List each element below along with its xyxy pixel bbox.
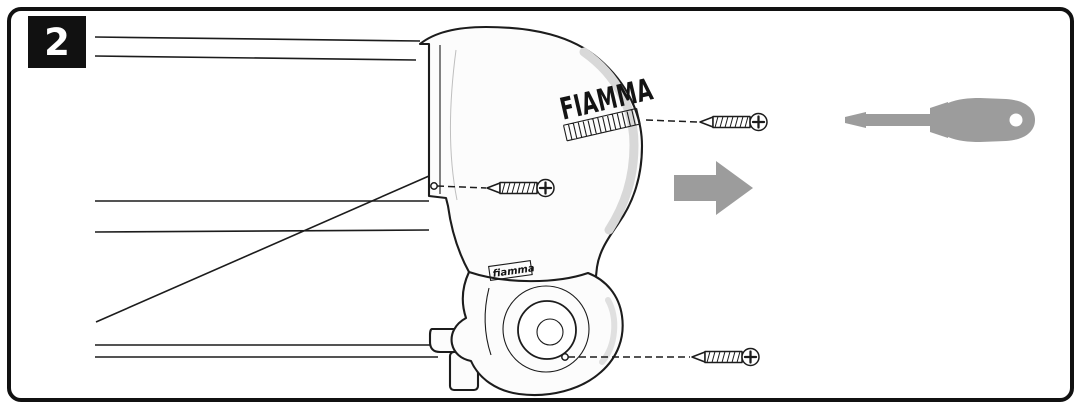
case-top-edge-line: [94, 36, 421, 42]
screwdriver-shaft: [864, 114, 932, 126]
case-top-inner-line: [94, 55, 417, 61]
middle-screw-leader: [436, 185, 487, 189]
awning-case: [94, 36, 438, 358]
screw-leader-lines: [430, 119, 699, 361]
screwdriver-collar: [930, 102, 948, 138]
lower-screw-icon: [690, 347, 761, 367]
upper-screw-icon: [698, 112, 769, 132]
bracket-hub-circle: [536, 318, 564, 346]
upper-screw-leader: [645, 119, 699, 123]
case-mid-line-2: [94, 229, 430, 233]
step-number-badge: 2: [28, 16, 86, 68]
bracket-socket-outer-circle: [502, 285, 590, 373]
fiamma-grille: [562, 107, 641, 142]
screwdriver-icon: [845, 98, 1035, 142]
middle-screw-hole: [430, 182, 438, 190]
awning-end-cap: FIAMMA fiamma: [418, 25, 656, 397]
lower-screw-hole: [561, 353, 569, 361]
right-arrow-icon: [674, 161, 753, 215]
step-number: 2: [44, 20, 70, 64]
end-cap-contour-line: [449, 49, 458, 201]
fiamma-small-label: fiamma: [488, 260, 536, 281]
screwdriver-handle: [948, 98, 1035, 142]
screwdriver-handle-hole: [1009, 113, 1023, 127]
end-cap-shading: [579, 47, 639, 235]
fiamma-small-label-box: [488, 260, 533, 281]
end-cap-body: [418, 25, 644, 286]
bracket-socket-inner-circle: [517, 300, 577, 360]
awning-diagonal-line: [95, 175, 430, 323]
bracket-slot-line: [484, 287, 492, 356]
screwdriver-tip: [845, 112, 866, 128]
